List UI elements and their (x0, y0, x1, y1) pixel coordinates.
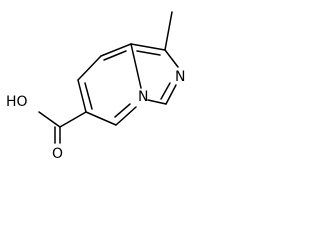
bond-n2-c3-inner (160, 82, 171, 100)
molecule-drawing: HO O N N (6, 11, 185, 162)
bond-c5-n4-inner (114, 103, 131, 118)
hydroxyl-label: HO (6, 94, 28, 110)
carbonyl-oxygen-label: O (52, 146, 63, 162)
bond-c6-carboxyl (59, 111, 87, 128)
bond-methyl (164, 11, 173, 51)
bond-c8a-c8 (100, 43, 132, 57)
bond-c8-c7 (77, 55, 102, 81)
bond-c6-c5 (85, 111, 117, 126)
bond-c7-c6-inner (84, 82, 93, 110)
bridgehead-nitrogen-label: N (138, 89, 148, 105)
bond-n2-c3 (165, 84, 177, 105)
bond-c1-n2 (164, 49, 179, 68)
bond-c8a-c1-inner (136, 50, 161, 56)
imidazole-nitrogen-label: N (175, 69, 185, 85)
bond-c7-c6 (77, 79, 87, 113)
bond-c8-c8-inner (103, 50, 127, 61)
structure-diagram: HO O N N (0, 0, 226, 162)
bond-c3-n4 (147, 99, 167, 105)
bond-c8a-c1 (130, 43, 166, 51)
bond-n4-c8a (130, 43, 142, 89)
bond-c5-n4 (115, 106, 137, 126)
bond-hydroxyl (38, 111, 61, 128)
